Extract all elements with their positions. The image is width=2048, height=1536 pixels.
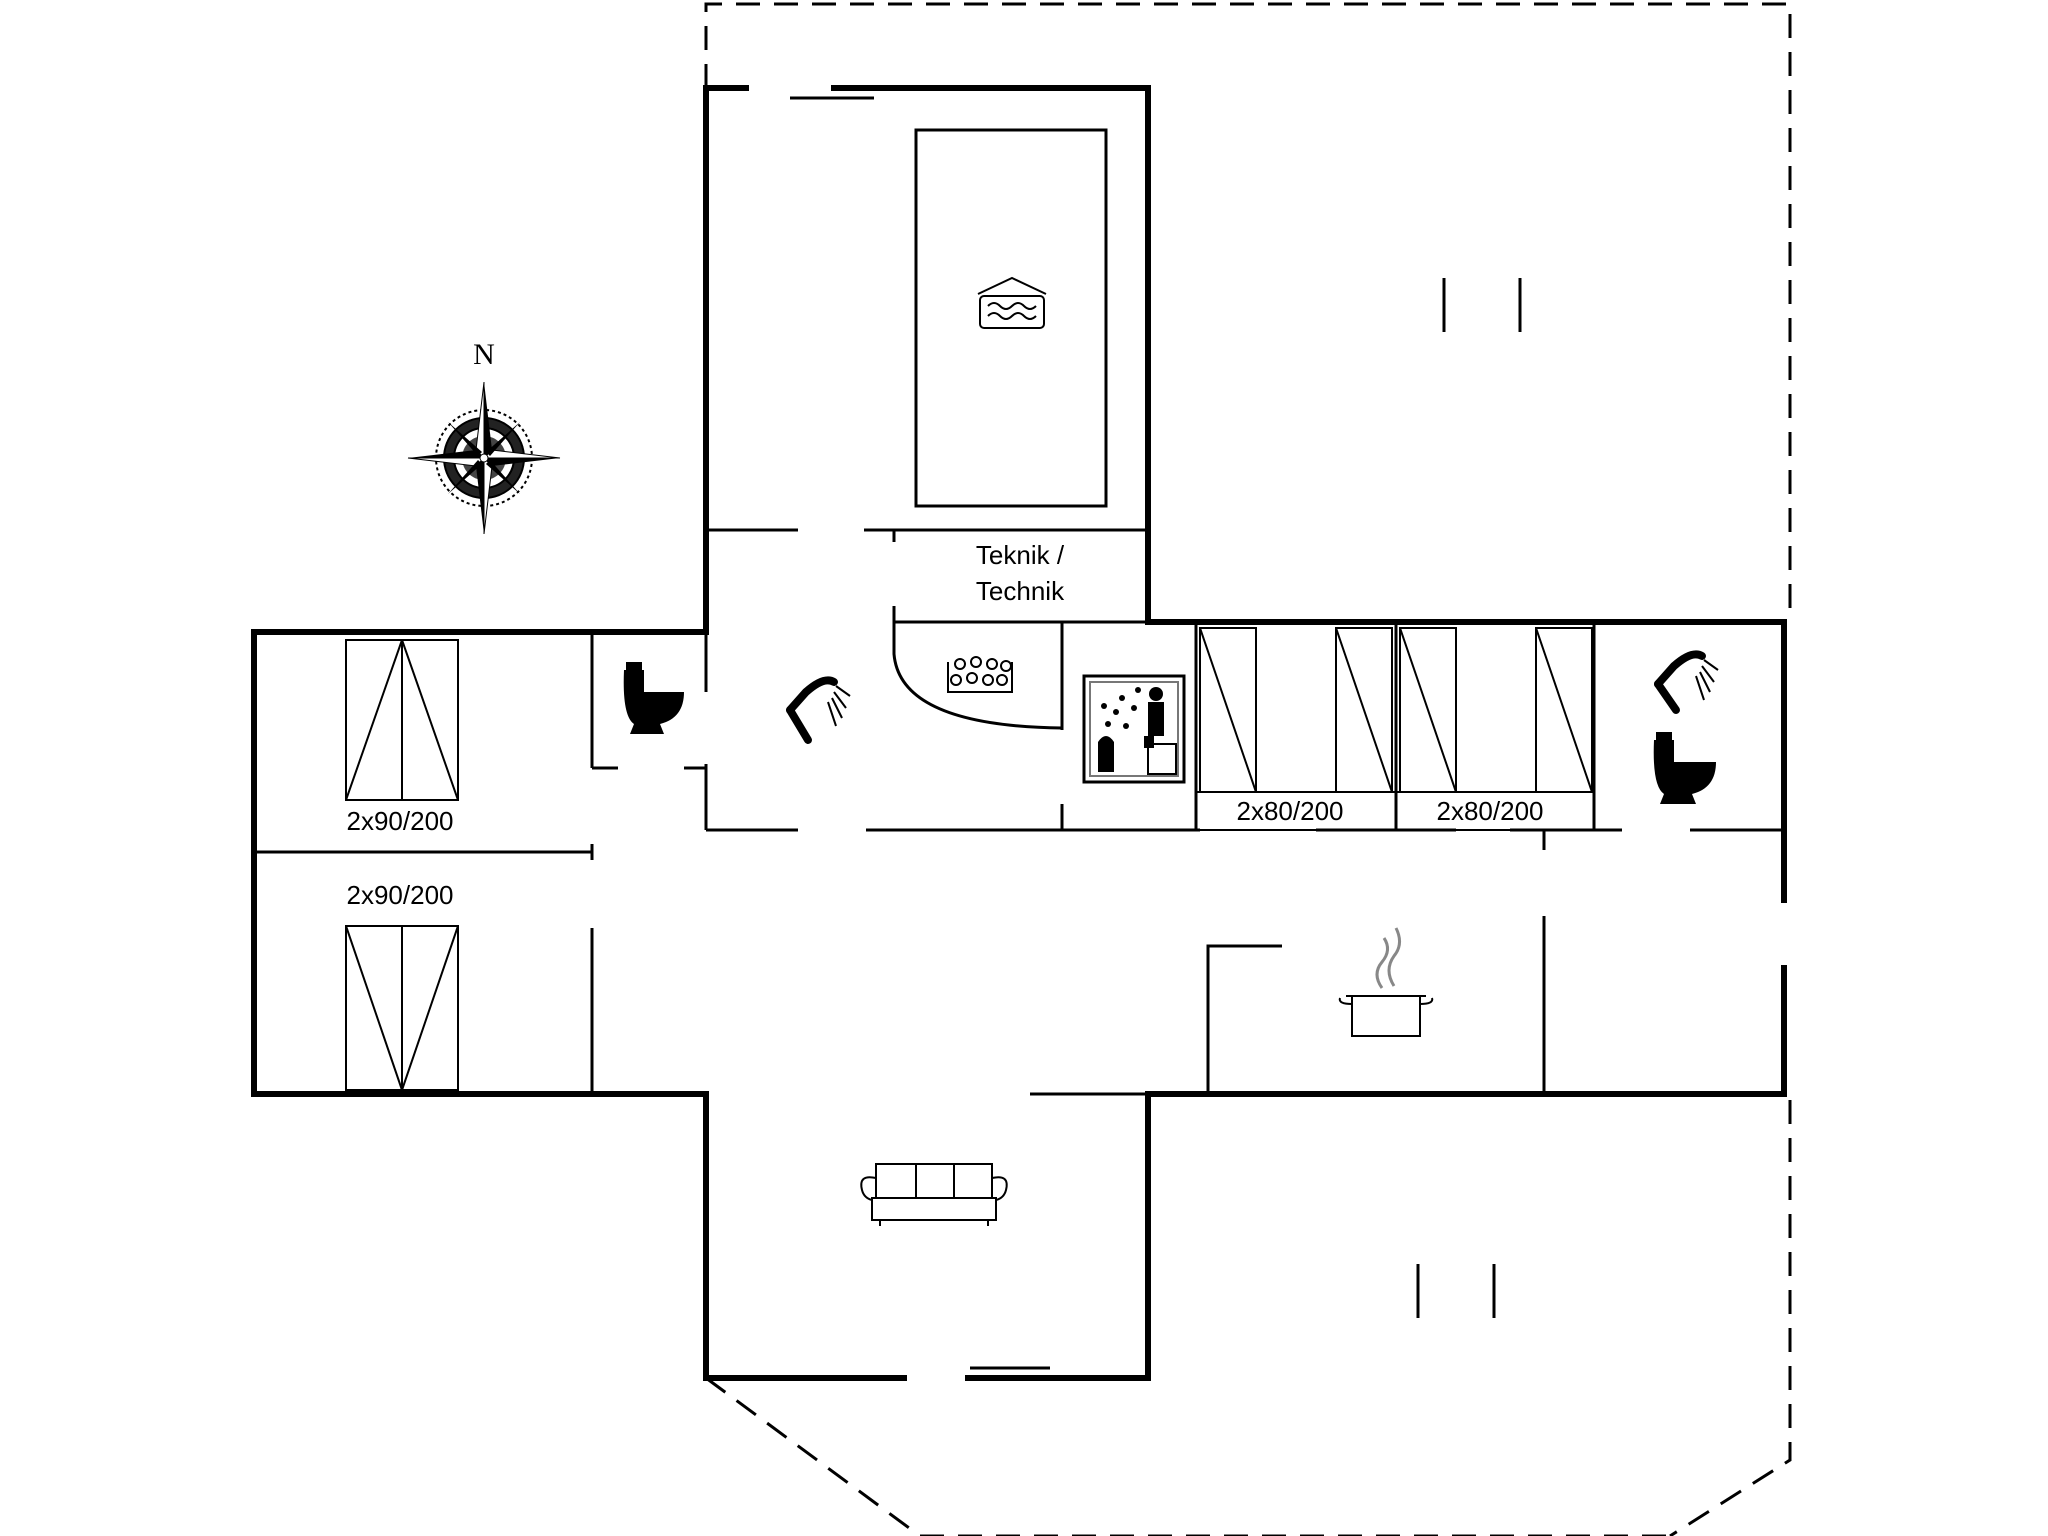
pool-icon <box>977 276 1047 329</box>
terrace-marker-north <box>1442 278 1522 332</box>
cooking-pot-icon <box>1338 927 1434 1037</box>
terrace-outline-south <box>705 1100 1792 1536</box>
compass-north-label: N <box>473 338 495 371</box>
shower-icon <box>1654 650 1719 714</box>
bedroom-sw-bed-label: 2x90/200 <box>347 880 454 910</box>
bedroom-nw-bed-label: 2x90/200 <box>347 806 454 836</box>
single-bed-icon <box>1399 627 1457 793</box>
technical-room-label-line2: Technik <box>976 576 1065 606</box>
double-bed-icon <box>345 925 459 1091</box>
whirlpool-icon <box>947 656 1013 693</box>
terrace-marker-south <box>1416 1264 1496 1318</box>
technical-room-label-line1: Teknik / <box>976 540 1065 570</box>
single-bed-icon <box>1535 627 1593 793</box>
interior-walls <box>254 528 1784 1094</box>
shower-icon <box>786 676 851 744</box>
door-openings <box>790 96 1148 1370</box>
bedroom-center-bed-label: 2x80/200 <box>1237 796 1344 826</box>
swimming-pool <box>914 128 1108 508</box>
bedroom-east-bed-label: 2x80/200 <box>1437 796 1544 826</box>
toilet-icon <box>1653 732 1716 804</box>
sofa-icon <box>860 1163 1008 1226</box>
single-bed-icon <box>1199 627 1257 793</box>
compass-rose-icon: N <box>407 338 561 535</box>
double-bed-icon <box>345 639 459 801</box>
sauna-icon <box>1082 674 1186 784</box>
terrace-outline-north <box>704 2 1792 622</box>
toilet-icon <box>623 662 684 734</box>
technical-room-label: Teknik / Technik <box>976 540 1065 606</box>
exterior-walls <box>251 85 1787 1381</box>
whirlpool <box>892 608 1063 730</box>
single-bed-icon <box>1335 627 1393 793</box>
bedroom-east-label-box <box>1395 791 1595 831</box>
